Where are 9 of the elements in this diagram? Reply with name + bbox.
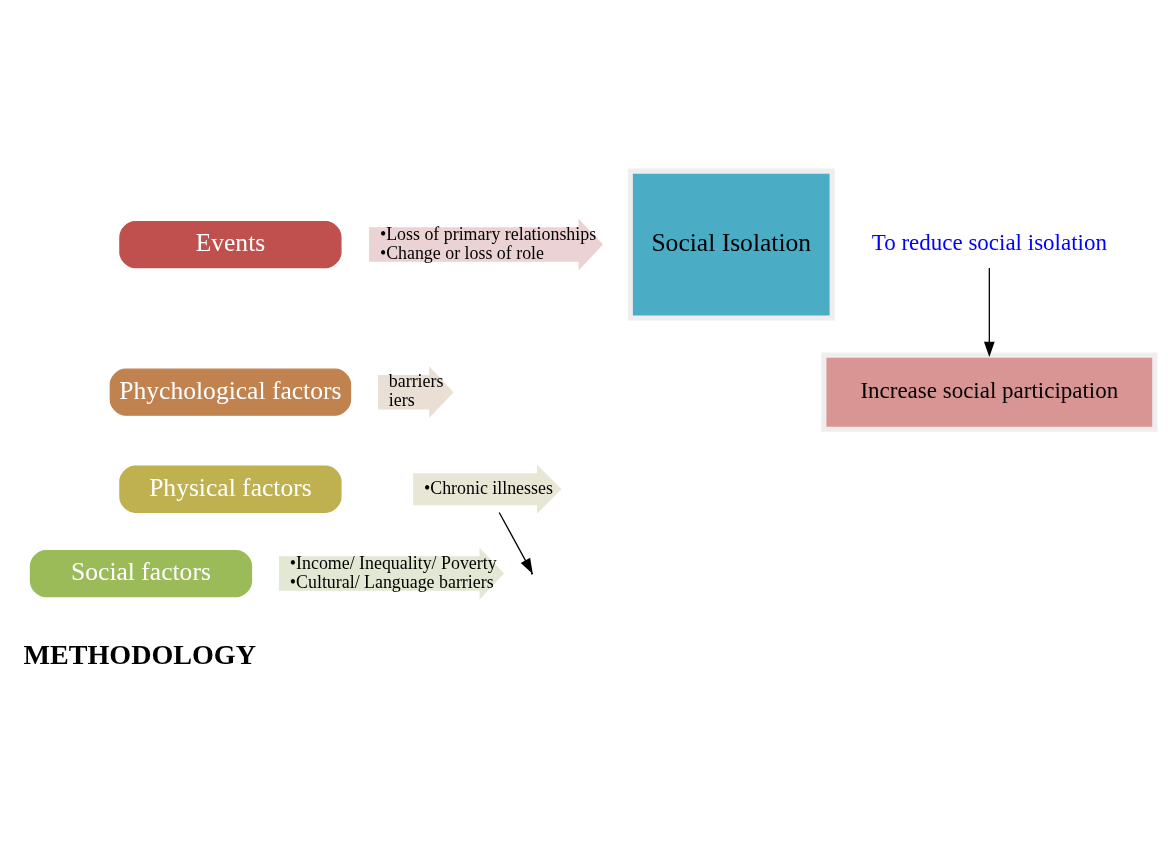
- arrow: [983, 267, 995, 357]
- node-box: Physical factors: [119, 465, 342, 513]
- node-box: Events: [119, 220, 342, 269]
- label: METHODOLOGY: [23, 638, 257, 670]
- node-box: Social factors: [29, 549, 253, 598]
- node-text: To reduce social isolation: [871, 230, 1107, 256]
- node-box: Social Isolation: [627, 168, 835, 321]
- node-box: Phychological factors: [109, 368, 352, 416]
- node-box: Increase social participation: [821, 352, 1158, 432]
